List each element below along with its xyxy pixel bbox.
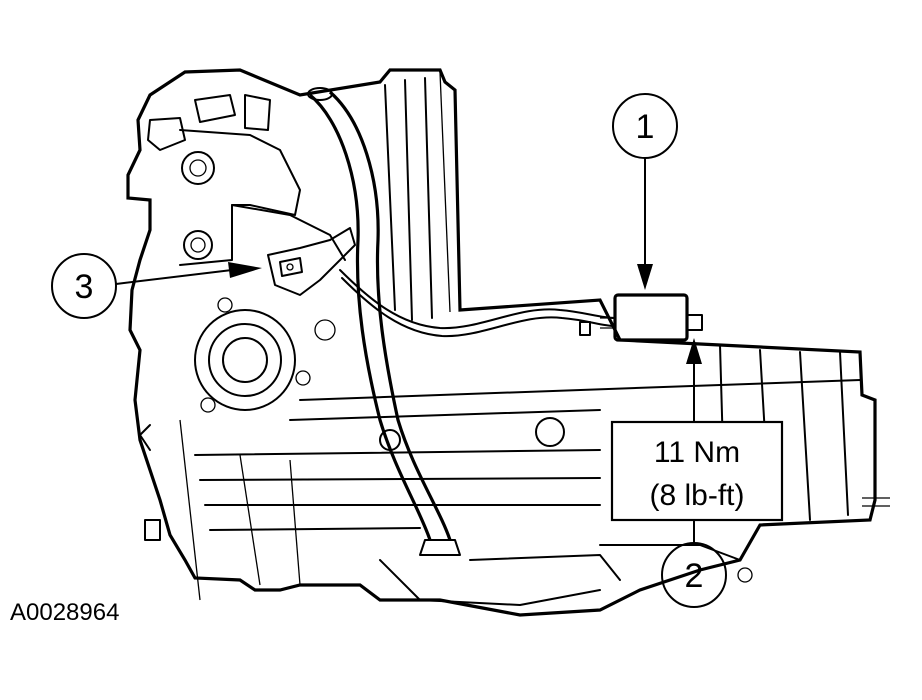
callout-3: 3 [51, 253, 262, 319]
transmission-housing [126, 68, 890, 617]
torque-metric: 11 Nm [654, 436, 740, 469]
figure-id: A0028964 [10, 599, 119, 626]
callout-3-arrowhead [228, 262, 262, 278]
callout-1-arrowhead [637, 264, 653, 290]
torque-spec-box: 11 Nm (8 lb-ft) [610, 420, 784, 522]
wiring-harness [339, 269, 616, 338]
callout-3-number: 3 [75, 268, 94, 306]
callout-2-number: 2 [685, 557, 704, 595]
torque-imperial: (8 lb-ft) [649, 479, 744, 512]
callout-2-arrowhead [686, 338, 702, 364]
callout-1-number: 1 [636, 108, 655, 146]
callout-1: 1 [612, 93, 678, 290]
callout-2: 2 [661, 338, 727, 608]
module-component-1 [600, 293, 703, 342]
